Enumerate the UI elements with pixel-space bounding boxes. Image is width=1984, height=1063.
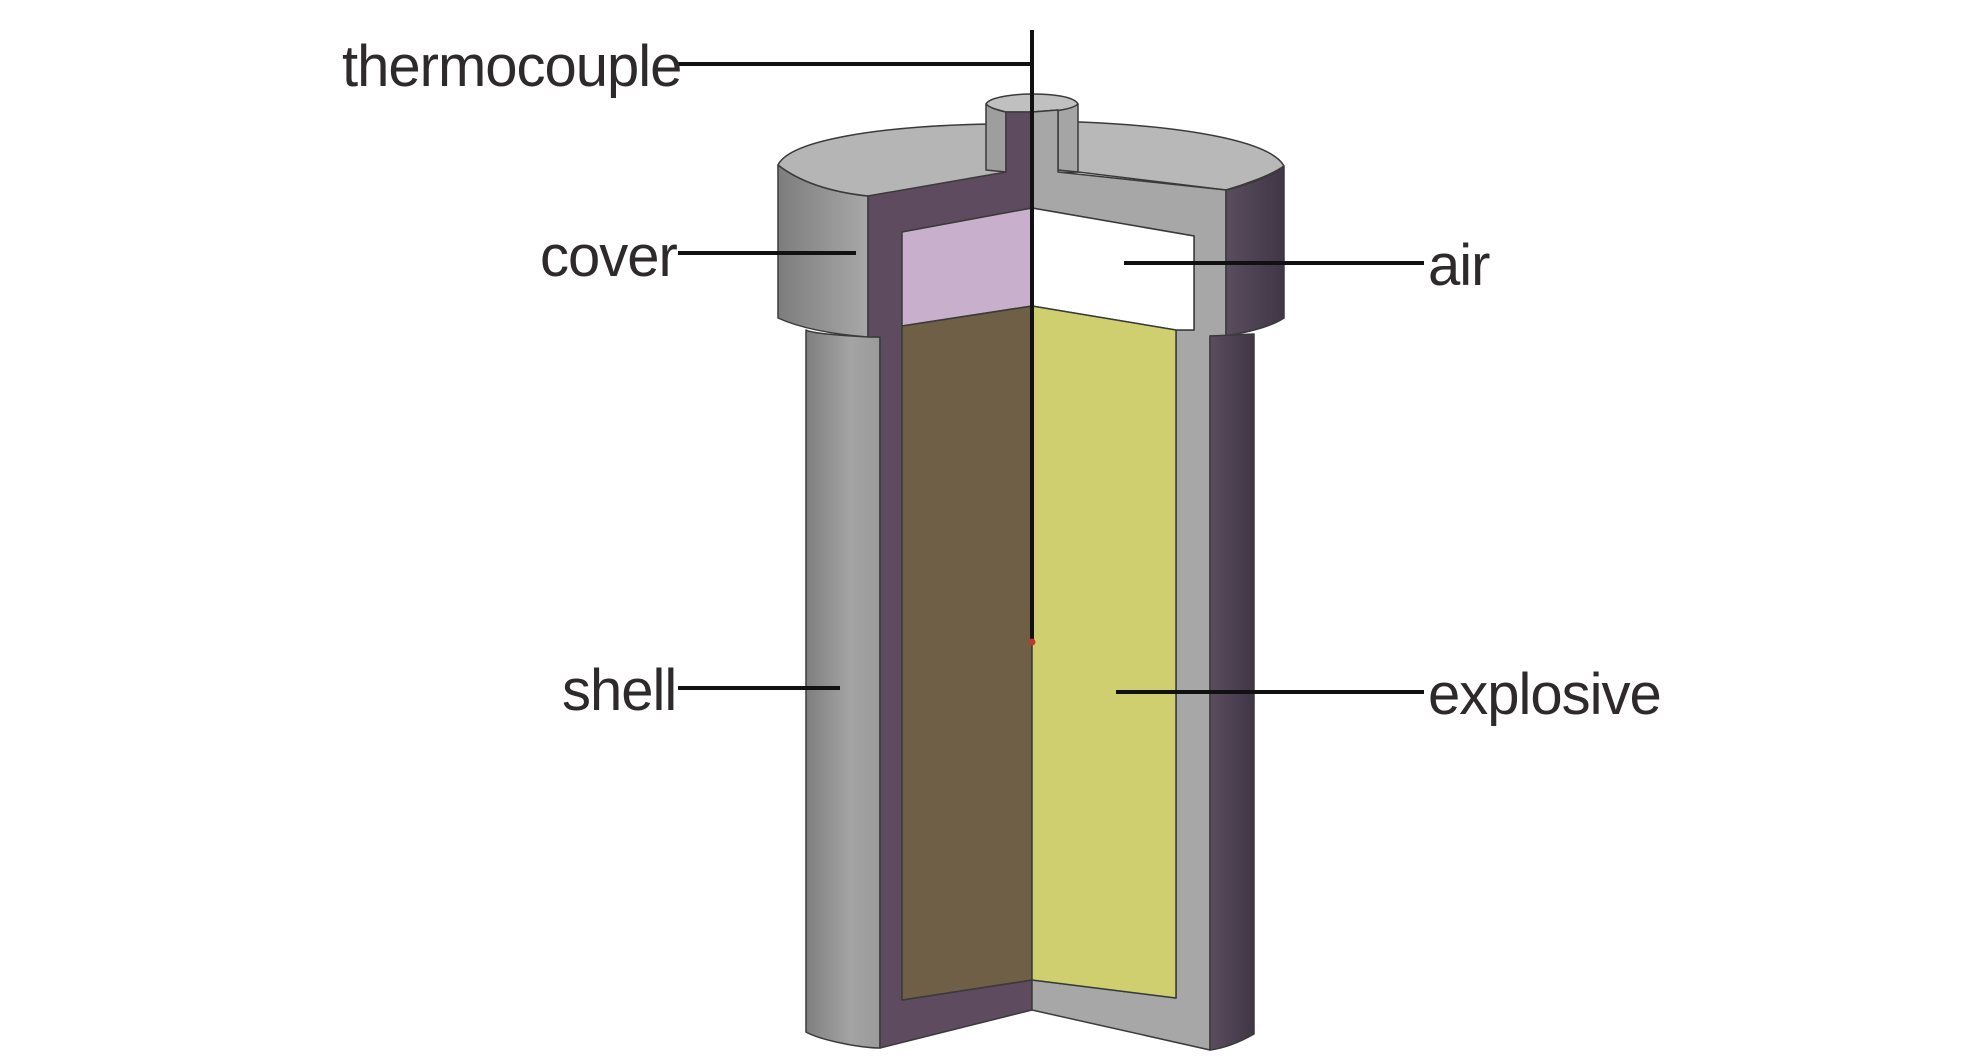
thermocouple-label: thermocouple xyxy=(342,34,681,99)
cover-outer-right-face xyxy=(1225,165,1285,337)
thermocouple-boss-left xyxy=(985,103,1007,173)
explosive-region-right xyxy=(1031,305,1177,999)
thermocouple-tip xyxy=(1028,638,1036,646)
explosive-region-left xyxy=(901,305,1033,1001)
shell-label: shell xyxy=(562,658,676,723)
air-label: air xyxy=(1428,233,1490,298)
cover-label: cover xyxy=(540,224,678,289)
explosive-label: explosive xyxy=(1428,662,1661,727)
